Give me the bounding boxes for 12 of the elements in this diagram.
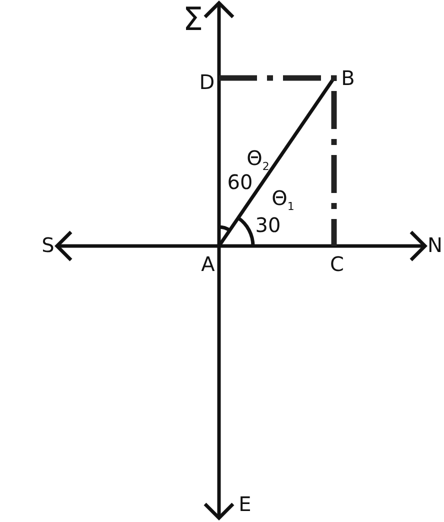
point-label: A <box>201 254 215 274</box>
axis-label: N <box>428 235 442 255</box>
point-label: B <box>341 68 355 88</box>
point-label: C <box>330 254 344 274</box>
axis-label: E <box>238 494 252 514</box>
axis-label: Σ <box>182 3 204 35</box>
angle-symbol: Θ$_{1}$ <box>272 188 294 212</box>
angle-value: 30 <box>255 215 281 235</box>
angle-value: 60 <box>227 172 253 192</box>
point-label: D <box>199 72 215 92</box>
axis-label: S <box>42 235 54 255</box>
angle-symbol: Θ$_{2}$ <box>246 148 270 172</box>
